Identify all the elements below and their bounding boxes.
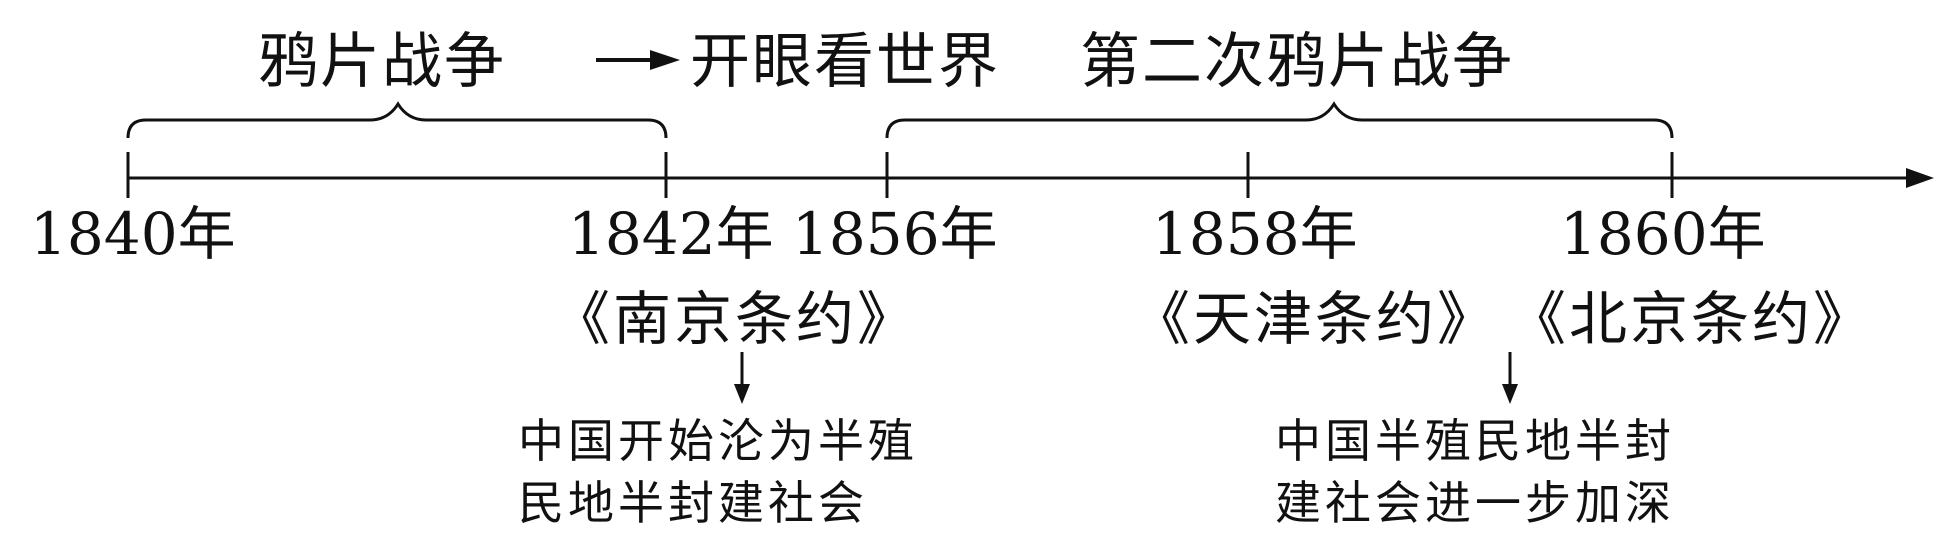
second-opium-war-label: 第二次鸦片战争: [1080, 27, 1514, 97]
treaty-tianjin: 《天津条约》: [1132, 285, 1499, 353]
opium-war-brace: [126, 101, 668, 139]
open-eyes-label: 开眼看世界: [690, 27, 1000, 97]
treaty-beijing: 《北京条约》: [1508, 285, 1875, 353]
treaty-nanjing: 《南京条约》: [552, 285, 919, 353]
year-1858: 1858年: [1152, 200, 1358, 268]
second-consequence-line2: 建社会进一步加深: [1275, 476, 1675, 530]
second-opium-war-brace: [885, 101, 1674, 139]
year-1860: 1860年: [1560, 200, 1766, 268]
year-1842: 1842年: [568, 200, 774, 268]
opium-war-label: 鸦片战争: [258, 27, 506, 97]
first-consequence-line2: 民地半封建社会: [518, 476, 868, 530]
open-eyes-arrow-head: [650, 50, 680, 70]
nanjing-consequence-arrowhead: [734, 384, 750, 404]
year-1840: 1840年: [30, 200, 236, 268]
first-consequence-line1: 中国开始沦为半殖: [518, 414, 918, 468]
second-consequence-line1: 中国半殖民地半封: [1275, 414, 1675, 468]
year-1856: 1856年: [792, 200, 998, 268]
time-axis-arrowhead: [1906, 168, 1934, 188]
tianjin-consequence-arrowhead: [1502, 384, 1518, 404]
